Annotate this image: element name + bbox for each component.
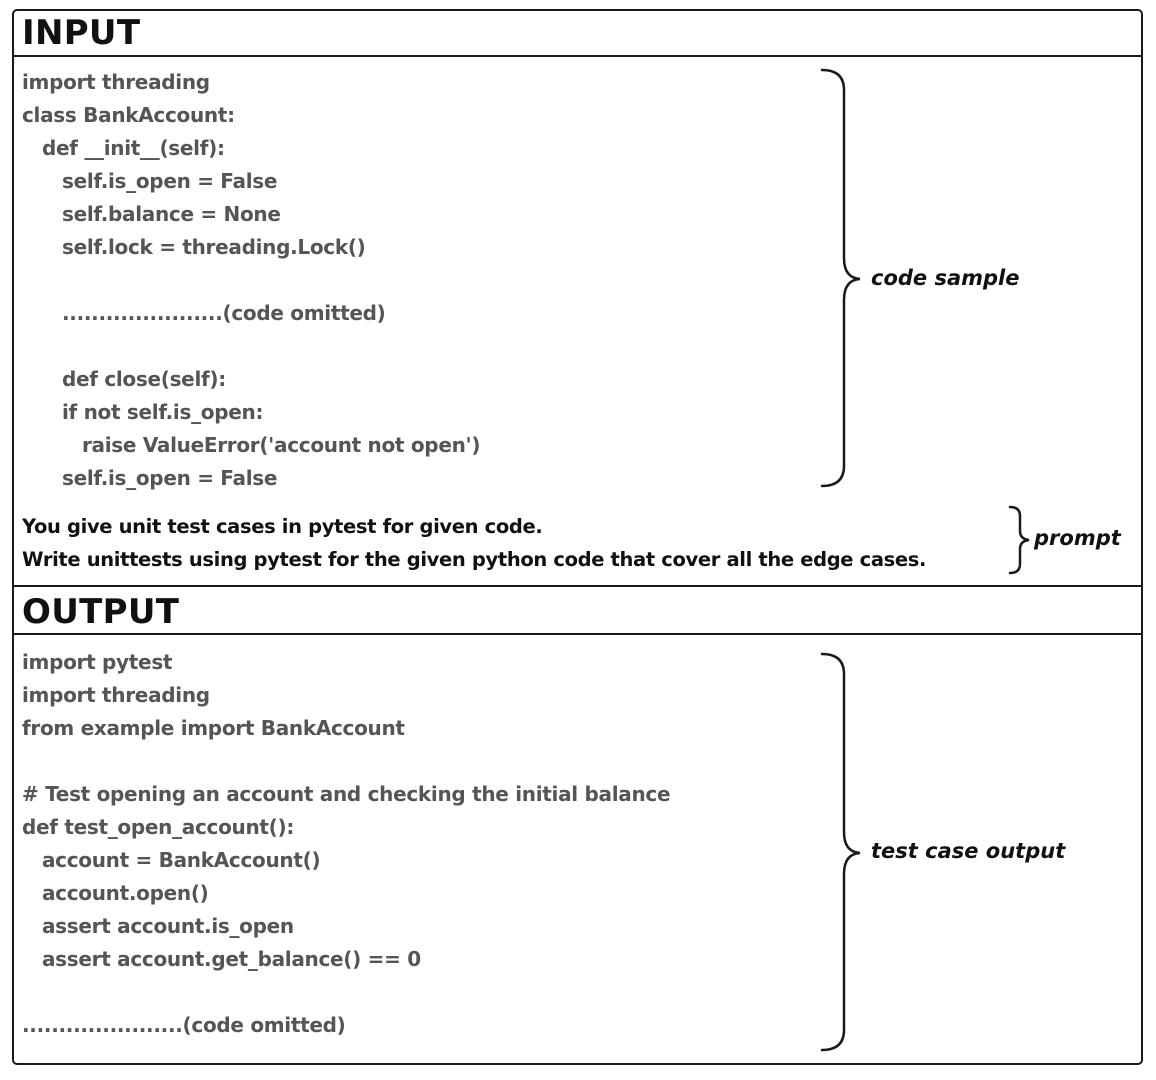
code-line: assert account.is_open <box>22 914 294 938</box>
input-code-block: import threading class BankAccount: def _… <box>22 66 480 495</box>
code-line: def __init__(self): <box>22 136 225 160</box>
code-line: raise ValueError('account not open') <box>22 433 481 457</box>
code-line: self.balance = None <box>22 202 281 226</box>
test-case-output-label: test case output <box>871 839 1066 863</box>
code-line <box>22 745 670 778</box>
code-sample-label: code sample <box>871 266 1020 290</box>
code-line: import pytest <box>22 650 173 674</box>
diagram-frame <box>12 9 1143 1065</box>
input-header-divider <box>12 55 1143 57</box>
code-line: if not self.is_open: <box>22 400 264 424</box>
code-line: self.is_open = False <box>22 466 278 490</box>
code-line: # Test opening an account and checking t… <box>22 782 671 806</box>
code-line: account.open() <box>22 881 209 905</box>
code-line: self.lock = threading.Lock() <box>22 235 366 259</box>
code-line: assert account.get_balance() == 0 <box>22 947 421 971</box>
test-case-output-brace <box>820 652 861 1052</box>
prompt-brace <box>1008 505 1030 575</box>
code-line: import threading <box>22 70 210 94</box>
code-line: ......................(code omitted) <box>22 301 386 325</box>
code-line: import threading <box>22 683 210 707</box>
prompt-label: prompt <box>1034 526 1121 550</box>
output-header-divider <box>12 633 1143 635</box>
section-divider <box>12 585 1143 587</box>
code-line: class BankAccount: <box>22 103 235 127</box>
code-line: from example import BankAccount <box>22 716 405 740</box>
code-line <box>22 330 480 363</box>
code-line: def close(self): <box>22 367 226 391</box>
code-line: def test_open_account(): <box>22 815 295 839</box>
input-title: INPUT <box>22 13 141 53</box>
code-sample-brace <box>820 68 861 488</box>
code-line: self.is_open = False <box>22 169 278 193</box>
code-line: account = BankAccount() <box>22 848 321 872</box>
output-title: OUTPUT <box>22 592 180 632</box>
prompt-line: Write unittests using pytest for the giv… <box>22 548 927 571</box>
output-code-block: import pytest import threading from exampl… <box>22 646 671 1042</box>
prompt-text: You give unit test cases in pytest for g… <box>22 510 926 576</box>
prompt-line: You give unit test cases in pytest for g… <box>22 515 543 538</box>
code-line: ......................(code omitted) <box>22 1013 346 1037</box>
code-line <box>22 264 480 297</box>
code-line <box>22 976 670 1009</box>
